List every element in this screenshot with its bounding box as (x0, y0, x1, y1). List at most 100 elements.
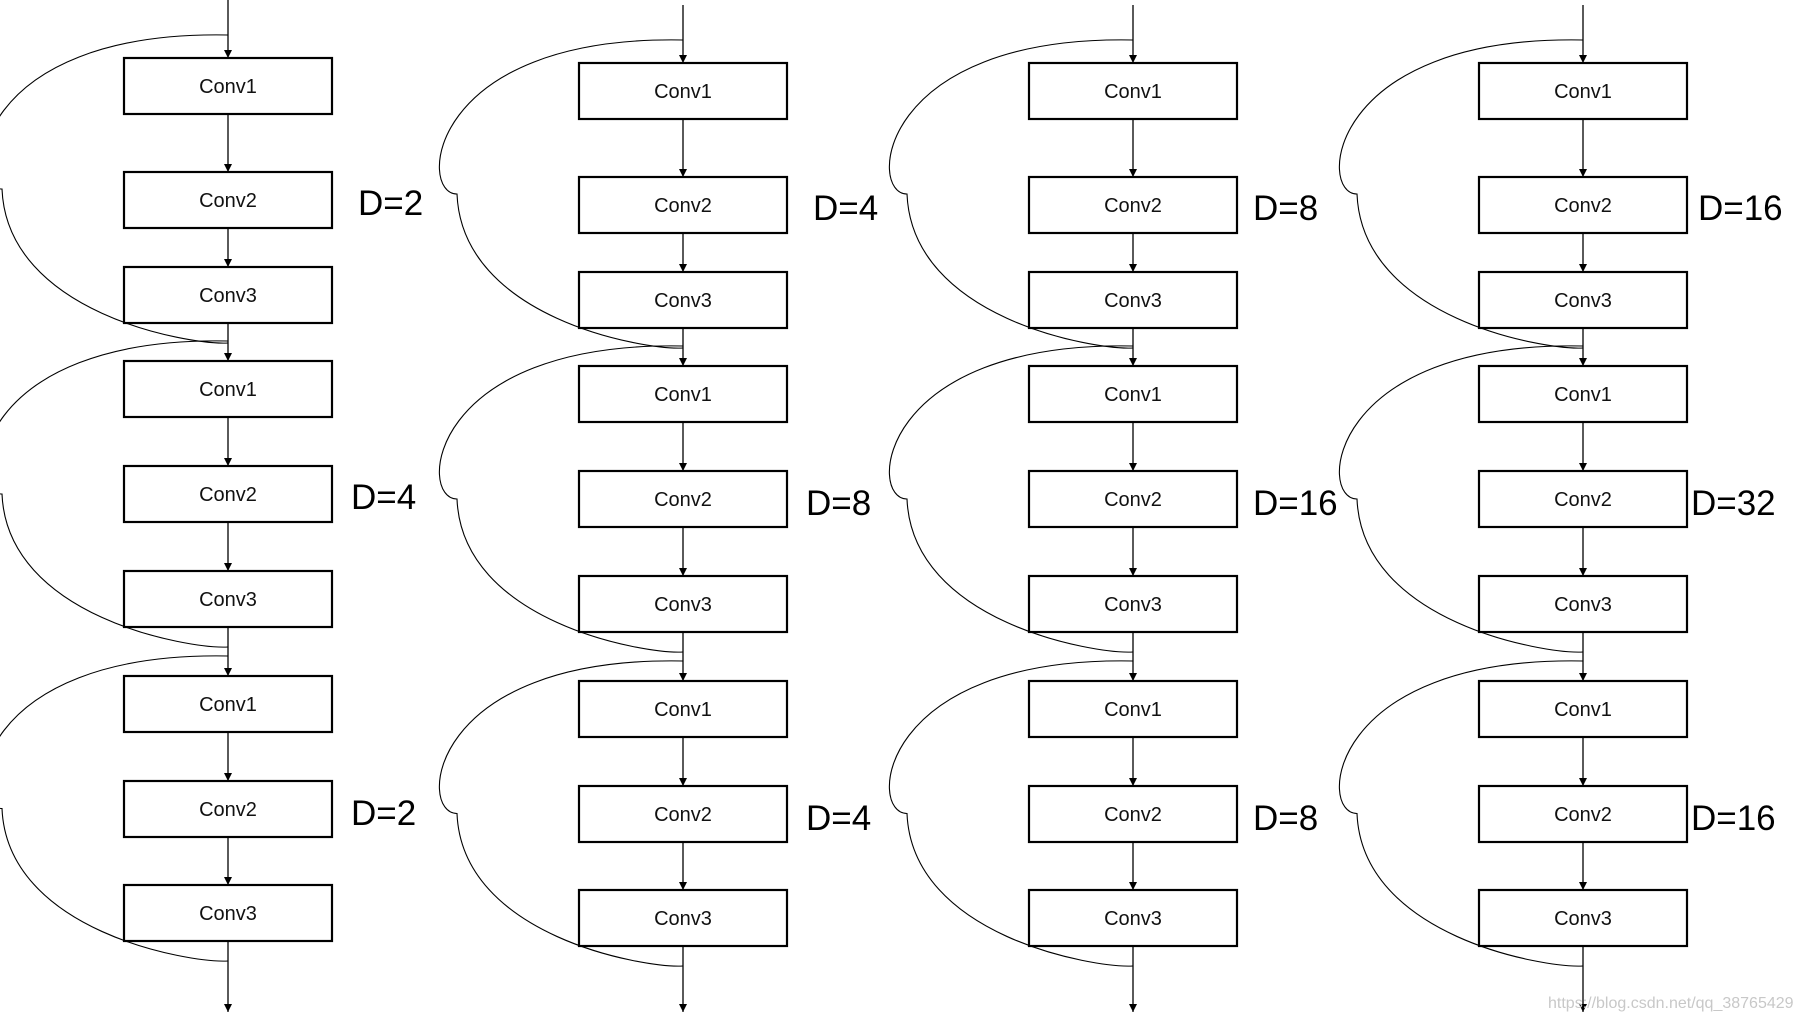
conv-layer-box (577, 270, 789, 330)
conv-layer-label: Conv3 (199, 285, 257, 307)
conv-layer-label: Conv1 (199, 694, 257, 716)
conv-layer-label: Conv1 (1104, 699, 1162, 721)
conv-layer-label: Conv3 (654, 290, 712, 312)
conv-layer-box (122, 569, 334, 629)
conv-layer-label: Conv3 (654, 908, 712, 930)
dilation-label: D=32 (1691, 484, 1776, 523)
conv-layer-label: Conv2 (1554, 195, 1612, 217)
conv-layer-box (1477, 469, 1689, 529)
conv-layer-label: Conv2 (654, 489, 712, 511)
conv-layer-box (1477, 175, 1689, 235)
dilation-label: D=4 (351, 478, 416, 517)
conv-layer-box (1027, 175, 1239, 235)
column-4: Conv1Conv2Conv3D=16Conv1Conv2Conv3D=32Co… (1338, 5, 1783, 1012)
skip-connection-curve (438, 345, 684, 653)
conv-layer-box (1477, 574, 1689, 634)
conv-layer-box (577, 574, 789, 634)
conv-layer-box (1027, 574, 1239, 634)
skip-connection-curve (0, 340, 229, 648)
conv-layer-box (1477, 61, 1689, 121)
conv-layer-box (122, 779, 334, 839)
conv-layer-label: Conv2 (1104, 804, 1162, 826)
conv-layer-label: Conv3 (1554, 908, 1612, 930)
column-2: Conv1Conv2Conv3D=4Conv1Conv2Conv3D=8Conv… (438, 5, 878, 1012)
conv-layer-label: Conv1 (1554, 81, 1612, 103)
conv-layer-label: Conv3 (1104, 594, 1162, 616)
conv-layer-label: Conv1 (654, 81, 712, 103)
conv-layer-box (122, 674, 334, 734)
conv-layer-label: Conv2 (1554, 489, 1612, 511)
conv-layer-box (1027, 469, 1239, 529)
skip-connection-curve (1338, 660, 1584, 967)
skip-connection-curve (0, 655, 229, 962)
conv-layer-box (122, 170, 334, 230)
conv-layer-box (1477, 364, 1689, 424)
skip-connection-curve (438, 39, 684, 349)
conv-layer-label: Conv1 (199, 76, 257, 98)
conv-layer-box (577, 364, 789, 424)
conv-layer-box (1027, 364, 1239, 424)
skip-connection-curve (438, 660, 684, 967)
conv-layer-label: Conv1 (199, 379, 257, 401)
dilation-label: D=2 (351, 794, 416, 833)
dilation-label: D=16 (1253, 484, 1338, 523)
column-1: Conv1Conv2Conv3D=2Conv1Conv2Conv3D=4Conv… (0, 0, 423, 1012)
conv-layer-label: Conv3 (199, 903, 257, 925)
conv-layer-label: Conv1 (1554, 699, 1612, 721)
conv-layer-box (577, 175, 789, 235)
conv-layer-box (1027, 784, 1239, 844)
conv-layer-label: Conv1 (1104, 81, 1162, 103)
conv-layer-box (577, 469, 789, 529)
conv-layer-label: Conv2 (199, 190, 257, 212)
conv-layer-label: Conv2 (654, 195, 712, 217)
conv-layer-label: Conv2 (199, 799, 257, 821)
conv-layer-label: Conv3 (1554, 290, 1612, 312)
skip-connection-curve (1338, 39, 1584, 349)
dilation-label: D=4 (806, 799, 871, 838)
dilation-label: D=8 (806, 484, 871, 523)
conv-layer-label: Conv2 (1554, 804, 1612, 826)
conv-layer-label: Conv3 (1104, 908, 1162, 930)
conv-layer-label: Conv1 (654, 384, 712, 406)
conv-layer-box (122, 883, 334, 943)
dilation-label: D=8 (1253, 189, 1318, 228)
skip-connection-curve (888, 660, 1134, 967)
conv-layer-label: Conv1 (1554, 384, 1612, 406)
conv-layer-box (577, 679, 789, 739)
conv-layer-box (122, 265, 334, 325)
conv-layer-box (1027, 888, 1239, 948)
conv-layer-label: Conv2 (654, 804, 712, 826)
dilation-label: D=4 (813, 189, 878, 228)
skip-connection-curve (0, 34, 229, 344)
conv-layer-box (1477, 679, 1689, 739)
conv-layer-label: Conv3 (1554, 594, 1612, 616)
conv-layer-label: Conv1 (1104, 384, 1162, 406)
dilation-label: D=16 (1698, 189, 1783, 228)
conv-layer-label: Conv3 (199, 589, 257, 611)
skip-connection-curve (888, 345, 1134, 653)
conv-layer-label: Conv3 (654, 594, 712, 616)
conv-layer-label: Conv2 (1104, 195, 1162, 217)
conv-layer-box (122, 464, 334, 524)
conv-layer-box (1027, 270, 1239, 330)
dilation-label: D=16 (1691, 799, 1776, 838)
dilation-label: D=8 (1253, 799, 1318, 838)
conv-layer-box (577, 888, 789, 948)
dilation-label: D=2 (358, 184, 423, 223)
conv-layer-label: Conv2 (1104, 489, 1162, 511)
skip-connection-curve (1338, 345, 1584, 653)
conv-layer-label: Conv1 (654, 699, 712, 721)
skip-connection-curve (888, 39, 1134, 349)
